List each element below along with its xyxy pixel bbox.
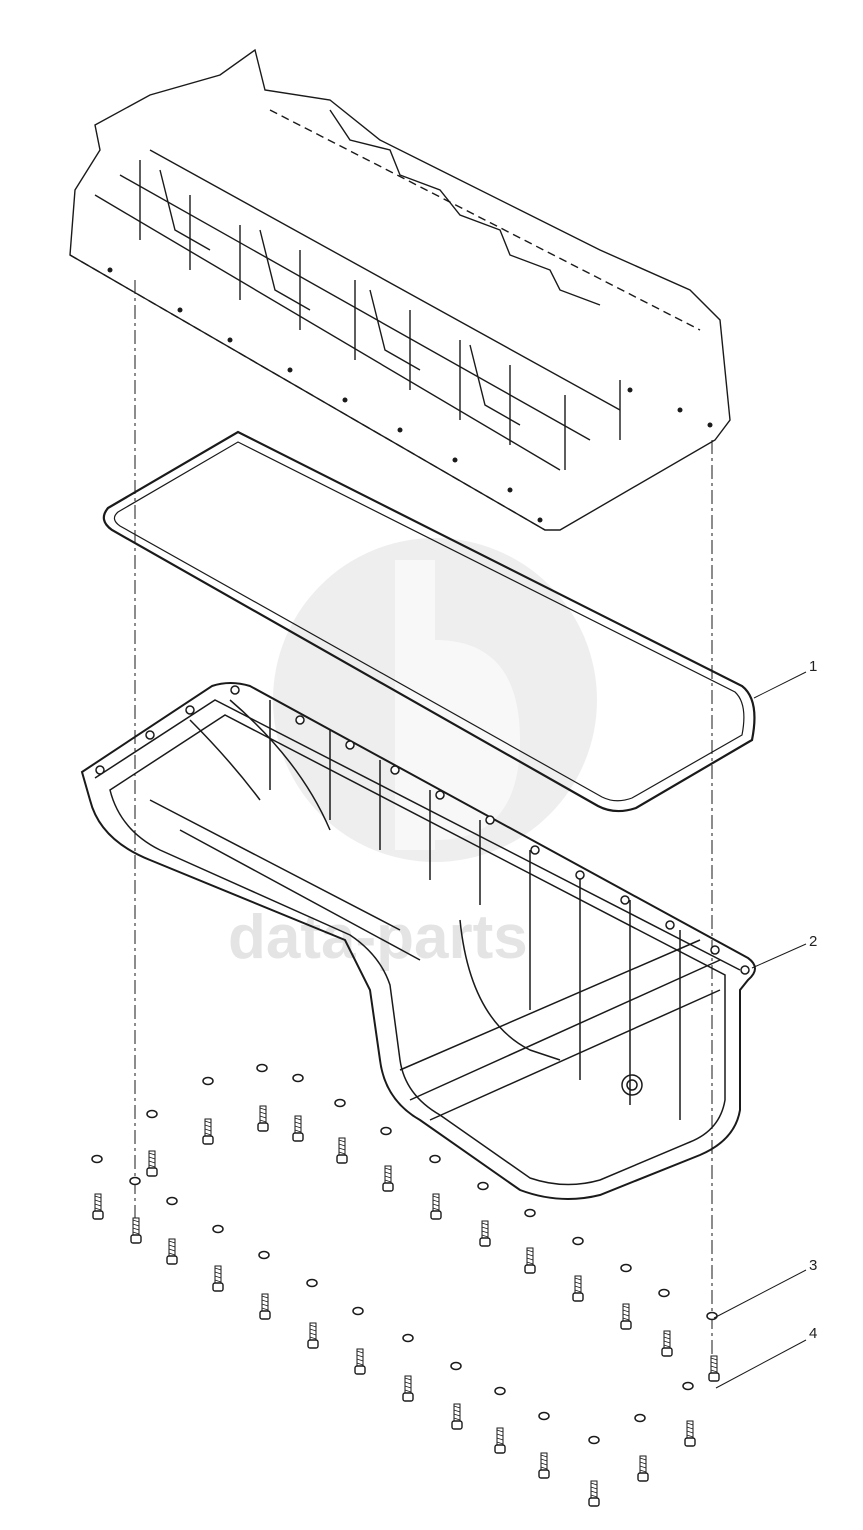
washer xyxy=(256,1063,268,1073)
washer xyxy=(494,1386,506,1396)
bolt xyxy=(661,1330,673,1357)
bolt xyxy=(259,1293,271,1320)
washer xyxy=(634,1413,646,1423)
bolt xyxy=(538,1452,550,1479)
washer xyxy=(258,1250,270,1260)
bolt xyxy=(524,1247,536,1274)
washer xyxy=(129,1176,141,1186)
washer xyxy=(402,1333,414,1343)
bolt xyxy=(637,1455,649,1482)
washer xyxy=(538,1411,550,1421)
bolt xyxy=(382,1165,394,1192)
bolt xyxy=(166,1238,178,1265)
washer xyxy=(306,1278,318,1288)
bolt xyxy=(307,1322,319,1349)
bolt xyxy=(620,1303,632,1330)
oil-pan xyxy=(80,682,756,1200)
callout-leaders xyxy=(713,671,807,1389)
washer xyxy=(212,1224,224,1234)
bolt xyxy=(92,1193,104,1220)
callout-2: 2 xyxy=(809,933,817,950)
callout-4: 4 xyxy=(809,1325,817,1342)
washer xyxy=(146,1109,158,1119)
washer xyxy=(477,1181,489,1191)
washer xyxy=(588,1435,600,1445)
engine-block xyxy=(69,48,731,531)
bolt xyxy=(684,1420,696,1447)
callout-labels: 1 2 3 4 xyxy=(809,658,817,1342)
washer xyxy=(658,1288,670,1298)
washer xyxy=(450,1361,462,1371)
oil-pan-gasket xyxy=(102,430,756,813)
bolt xyxy=(202,1118,214,1145)
bolt xyxy=(708,1355,720,1382)
bolt xyxy=(212,1265,224,1292)
washer xyxy=(166,1196,178,1206)
washer xyxy=(380,1126,392,1136)
washer xyxy=(682,1381,694,1391)
bolt xyxy=(479,1220,491,1247)
bolt xyxy=(402,1375,414,1402)
washer xyxy=(620,1263,632,1273)
washer xyxy=(202,1076,214,1086)
bolt xyxy=(130,1217,142,1244)
bolt xyxy=(494,1427,506,1454)
watermark-logo-mark xyxy=(395,560,520,850)
bolt xyxy=(354,1348,366,1375)
washer xyxy=(429,1154,441,1164)
bolt xyxy=(588,1480,600,1507)
alignment-lines xyxy=(134,280,713,1360)
washer xyxy=(572,1236,584,1246)
callout-1: 1 xyxy=(809,658,817,675)
bolt xyxy=(257,1105,269,1132)
washer xyxy=(91,1154,103,1164)
bolt xyxy=(336,1137,348,1164)
washer xyxy=(334,1098,346,1108)
fasteners xyxy=(91,1063,720,1507)
callout-3: 3 xyxy=(809,1257,817,1274)
bolt xyxy=(451,1403,463,1430)
bolt xyxy=(572,1275,584,1302)
bolt xyxy=(146,1150,158,1177)
washer xyxy=(524,1208,536,1218)
washer xyxy=(352,1306,364,1316)
bolt xyxy=(430,1193,442,1220)
washer xyxy=(706,1311,718,1321)
bolt xyxy=(292,1115,304,1142)
washer xyxy=(292,1073,304,1083)
